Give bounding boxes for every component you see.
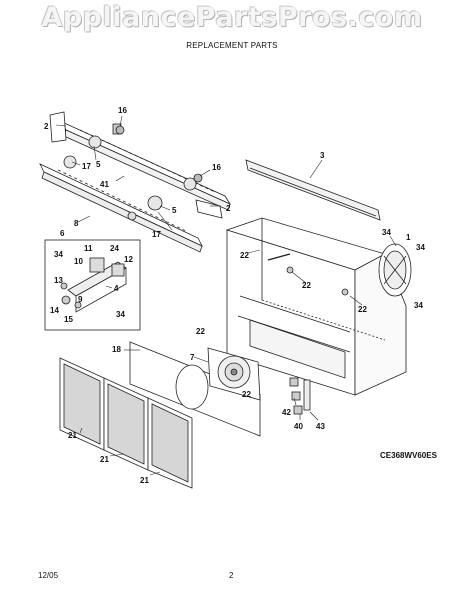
- callout-label: 5: [172, 206, 177, 215]
- callout-label: 40: [294, 422, 303, 431]
- callout-label: 34: [116, 310, 125, 319]
- switch-kit-inset: [44, 239, 141, 331]
- model-code: CE368WV60ES: [380, 451, 438, 460]
- footer-date: 12/05: [38, 571, 59, 580]
- callout-label: 43: [316, 422, 325, 431]
- callout-labels: 2 16 5 17 41 16 8 5 17 2 3 6 11 24 34 10…: [44, 106, 425, 485]
- terminal-block-part: [289, 377, 311, 415]
- callout-label: 21: [100, 455, 109, 464]
- footer-page-number: 2: [229, 571, 234, 580]
- callout-label: 2: [44, 122, 49, 131]
- callout-label: 42: [282, 408, 291, 417]
- callout-label: 21: [68, 431, 77, 440]
- blower-assembly: [207, 347, 261, 401]
- upper-rail-part: [49, 111, 232, 211]
- callout-label: 9: [78, 295, 83, 304]
- callout-label: 11: [84, 244, 93, 253]
- callout-label: 22: [242, 390, 251, 399]
- callout-label: 17: [82, 162, 91, 171]
- callout-label: 4: [114, 284, 119, 293]
- callout-label: 16: [118, 106, 127, 115]
- callout-label: 8: [74, 219, 79, 228]
- callout-label: 24: [110, 244, 119, 253]
- callout-label: 10: [74, 257, 83, 266]
- subtitle: REPLACEMENT PARTS: [186, 41, 278, 50]
- callout-label: 34: [382, 228, 391, 237]
- watermark: AppliancePartsPros.com: [41, 2, 423, 33]
- callout-label: 3: [320, 151, 325, 160]
- callout-label: 12: [124, 255, 133, 264]
- callout-label: 16: [212, 163, 221, 172]
- callout-label: 7: [190, 353, 195, 362]
- callout-label: 21: [140, 476, 149, 485]
- callout-label: 1: [406, 233, 411, 242]
- back-panel-part: [245, 159, 381, 221]
- callout-label: 34: [416, 243, 425, 252]
- callout-label: 5: [96, 160, 101, 169]
- callout-label: 41: [100, 180, 109, 189]
- lower-rail-part: [39, 155, 223, 253]
- callout-label: 2: [226, 204, 231, 213]
- callout-label: 17: [152, 230, 161, 239]
- callout-label: 14: [50, 306, 59, 315]
- right-fan-part: [378, 243, 412, 297]
- callout-label: 22: [196, 327, 205, 336]
- callout-label: 6: [60, 229, 65, 238]
- callout-label: 22: [240, 251, 249, 260]
- callout-label: 18: [112, 345, 121, 354]
- callout-label: 15: [64, 315, 73, 324]
- callout-label: 13: [54, 276, 63, 285]
- callout-label: 34: [414, 301, 423, 310]
- callout-label: 22: [358, 305, 367, 314]
- grease-filters: [59, 357, 193, 489]
- callout-label: 22: [302, 281, 311, 290]
- callout-label: 34: [54, 250, 63, 259]
